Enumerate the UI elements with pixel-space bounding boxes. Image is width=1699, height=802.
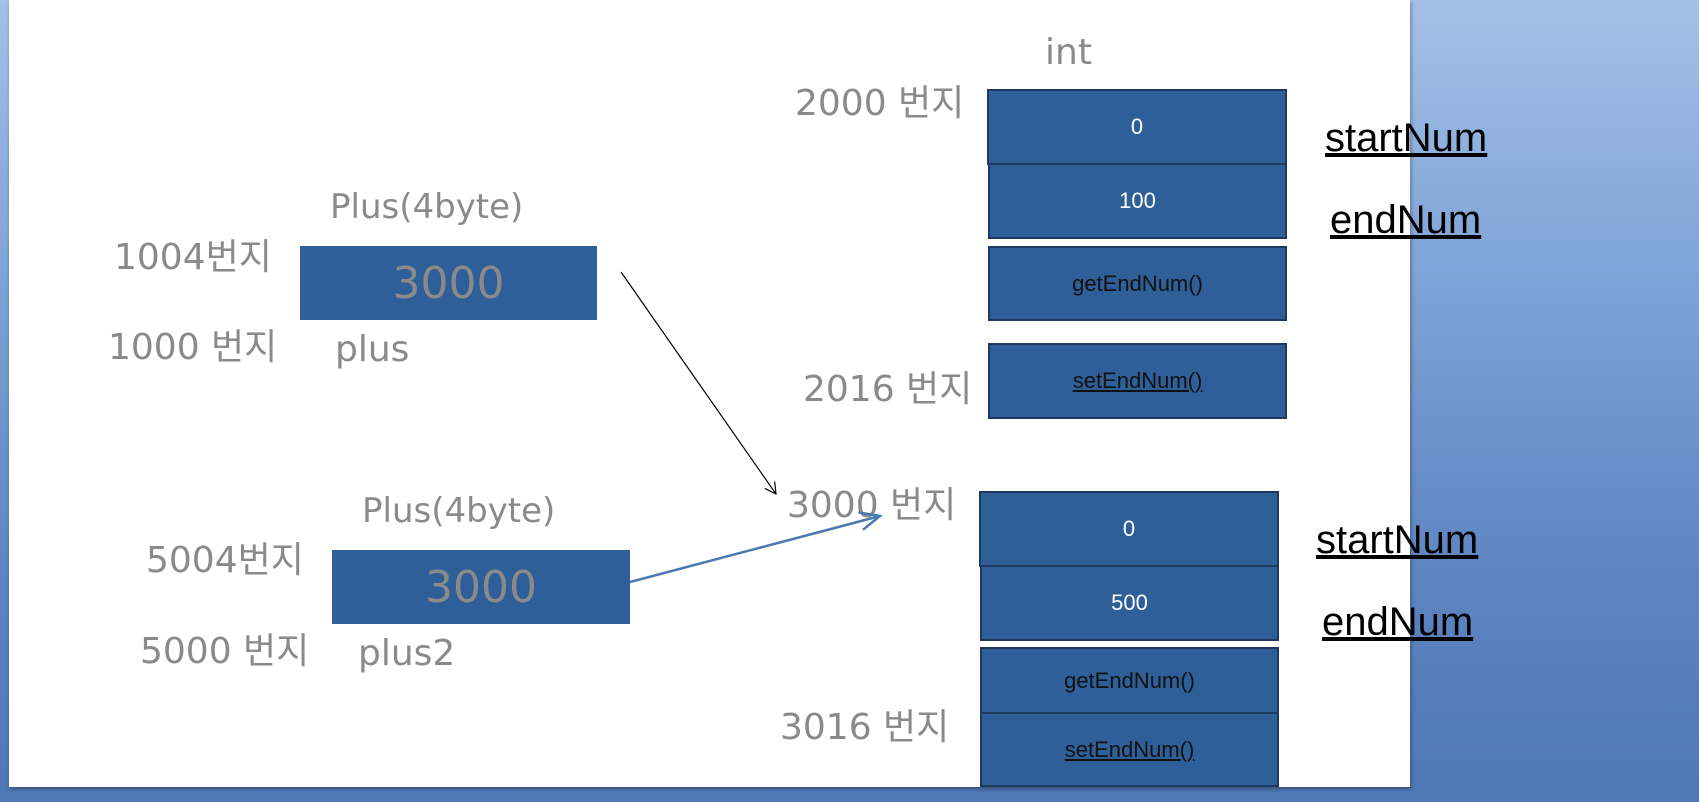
object2-setendnum-cell: setEndNum() xyxy=(980,712,1279,787)
object1-getendnum-cell: getEndNum() xyxy=(988,246,1287,321)
object1-getendnum-label: getEndNum() xyxy=(1072,270,1203,296)
object1-method-address: 2016 번지 xyxy=(803,369,973,410)
object2-getendnum-cell: getEndNum() xyxy=(980,647,1279,714)
var2-type-label: Plus(4byte) xyxy=(362,491,556,531)
object1-type-label: int xyxy=(1045,32,1092,73)
object1-endnum-cell: 100 xyxy=(988,163,1287,239)
object2-field-endnum: endNum xyxy=(1322,600,1474,644)
object1-address: 2000 번지 xyxy=(795,83,965,124)
object1-field-startnum: startNum xyxy=(1325,116,1488,160)
object1-startnum-value: 0 xyxy=(1130,114,1144,139)
object2-method-address: 3016 번지 xyxy=(780,707,950,748)
object2-field-startnum: startNum xyxy=(1316,518,1479,562)
var1-variable-name: plus xyxy=(335,329,410,370)
object1-endnum-value: 100 xyxy=(1119,188,1156,213)
var2-variable-address: 5000 번지 xyxy=(140,631,310,672)
object1-setendnum-label: setEndNum() xyxy=(1072,368,1203,393)
object2-setendnum-label: setEndNum() xyxy=(1064,736,1195,762)
var2-variable-name: plus2 xyxy=(358,633,456,674)
var1-variable-address: 1000 번지 xyxy=(108,327,278,368)
var2-reference-value: 3000 xyxy=(425,561,537,613)
object2-endnum-value: 500 xyxy=(1111,590,1148,615)
var2-reference-box: 3000 xyxy=(332,550,630,624)
var1-value-address: 1004번지 xyxy=(114,237,272,278)
object2-getendnum-label: getEndNum() xyxy=(1064,667,1195,693)
var1-reference-box: 3000 xyxy=(300,246,597,320)
object2-startnum-value: 0 xyxy=(1122,516,1136,541)
object1-startnum-cell: 0 xyxy=(987,89,1287,165)
object2-endnum-cell: 500 xyxy=(980,565,1279,641)
arrow-plus2-to-object xyxy=(629,511,883,584)
var1-type-label: Plus(4byte) xyxy=(330,187,524,227)
arrow-plus-to-object xyxy=(620,271,777,496)
object1-field-endnum: endNum xyxy=(1330,198,1482,242)
var2-value-address: 5004번지 xyxy=(146,540,304,581)
object1-setendnum-cell: setEndNum() xyxy=(988,343,1287,419)
var1-reference-value: 3000 xyxy=(392,257,505,309)
